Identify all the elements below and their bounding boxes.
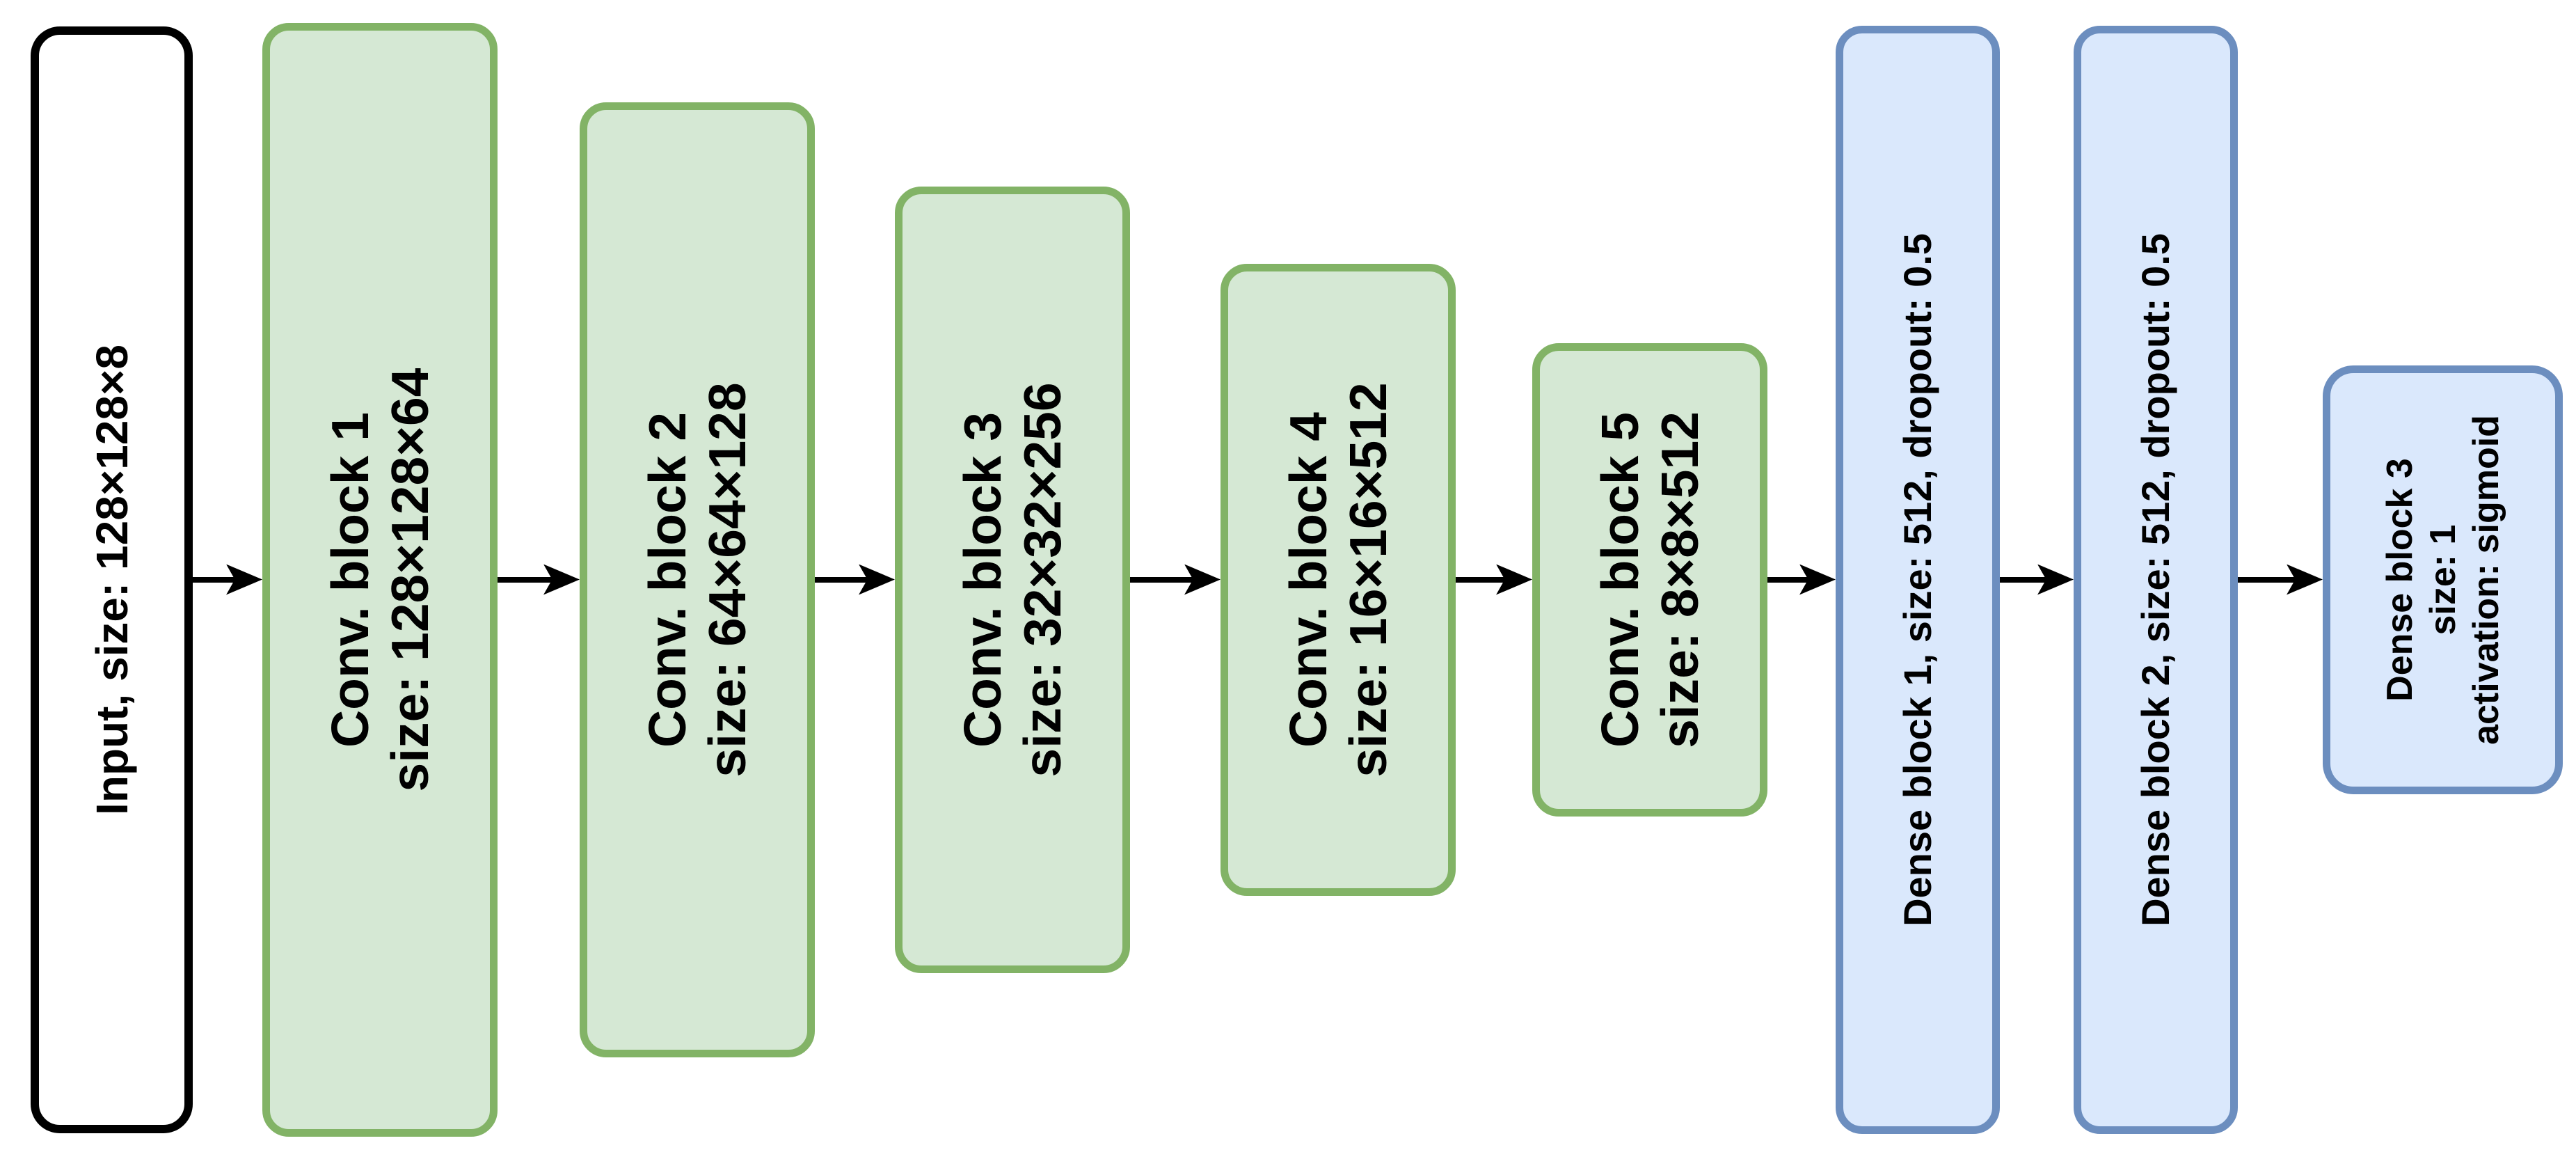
- arrow-shaft: [815, 576, 868, 583]
- block-conv-4: Conv. block 4 size: 16×16×512: [1221, 263, 1456, 896]
- block-conv-5: Conv. block 5 size: 8×8×512: [1532, 342, 1767, 817]
- block-conv-3: Conv. block 3 size: 32×32×256: [895, 186, 1130, 973]
- block-dense-2: Dense block 2, size: 512, dropout: 0.5: [2074, 25, 2238, 1134]
- block-conv-2: Conv. block 2 size: 64×64×128: [580, 102, 815, 1057]
- arrow-shaft: [498, 576, 552, 583]
- block-conv-3-label: Conv. block 3 size: 32×32×256: [953, 381, 1072, 778]
- arrow-conv2-to-conv3: [815, 564, 895, 595]
- arrow-conv3-to-conv4: [1130, 564, 1221, 595]
- arrow-shaft: [1456, 576, 1505, 583]
- block-conv-2-label: Conv. block 2 size: 64×64×128: [638, 381, 756, 778]
- arrow-shaft: [2238, 576, 2296, 583]
- arrow-dense1-to-dense2: [2000, 564, 2074, 595]
- block-conv-1: Conv. block 1 size: 128×128×64: [262, 22, 498, 1137]
- block-dense-2-label: Dense block 2, size: 512, dropout: 0.5: [2133, 232, 2177, 927]
- arrow-conv1-to-conv2: [498, 564, 580, 595]
- arrow-shaft: [2000, 576, 2046, 583]
- arrow-conv4-to-conv5: [1456, 564, 1532, 595]
- arrow-conv5-to-dense1: [1767, 564, 1836, 595]
- block-dense-1: Dense block 1, size: 512, dropout: 0.5: [1836, 25, 2000, 1134]
- block-input-label: Input, size: 128×128×8: [86, 344, 137, 815]
- arrow-shaft: [1130, 576, 1193, 583]
- block-dense-3: Dense block 3 size: 1 activation: sigmoi…: [2323, 365, 2563, 794]
- arrow-shaft: [1767, 576, 1808, 583]
- arrow-dense2-to-dense3: [2238, 564, 2323, 595]
- block-dense-1-label: Dense block 1, size: 512, dropout: 0.5: [1895, 232, 1939, 927]
- block-dense-3-label: Dense block 3 size: 1 activation: sigmoi…: [2379, 414, 2506, 745]
- block-input-layer: Input, size: 128×128×8: [31, 26, 193, 1133]
- block-conv-4-label: Conv. block 4 size: 16×16×512: [1279, 381, 1397, 778]
- arrow-shaft: [193, 576, 235, 583]
- arrow-input-to-conv1: [193, 564, 262, 595]
- block-conv-1-label: Conv. block 1 size: 128×128×64: [321, 368, 439, 791]
- block-conv-5-label: Conv. block 5 size: 8×8×512: [1591, 411, 1709, 748]
